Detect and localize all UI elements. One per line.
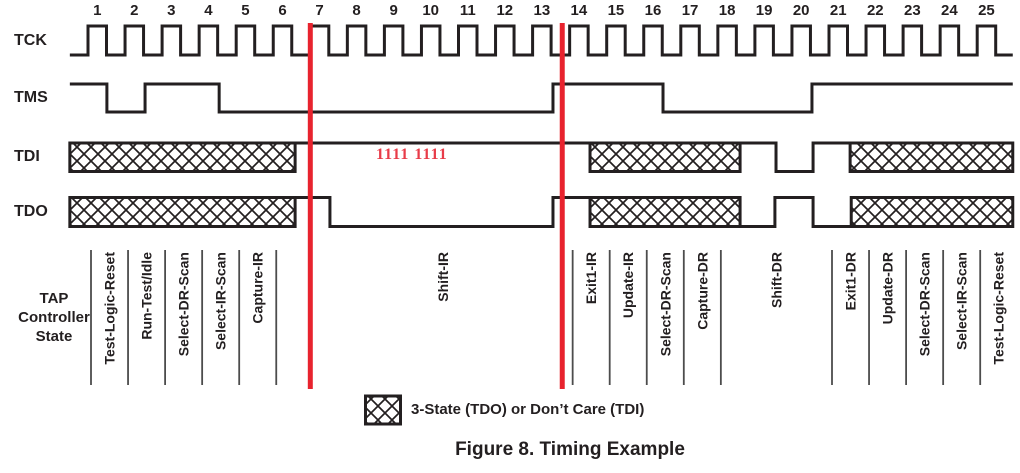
clock-number: 25 [978, 2, 995, 19]
tristate-region [588, 196, 742, 228]
clock-number: 16 [644, 2, 662, 19]
tap-state-label: Shift-IR [435, 252, 451, 302]
tap-state-label: Run-Test/Idle [139, 252, 155, 340]
signal-label-tdi: TDI [14, 148, 40, 166]
signal-label-tms: TMS [14, 89, 48, 106]
tap-state-label: Test-Logic-Reset [991, 252, 1007, 365]
tap-state-label: Update-DR [880, 252, 896, 324]
tristate-region [68, 141, 297, 173]
clock-number: 9 [389, 2, 398, 19]
tap-controller-state-title: TAP Controller State [18, 290, 90, 345]
clock-number: 14 [570, 2, 588, 19]
clock-number: 18 [718, 2, 736, 19]
tap-state-label: Update-IR [620, 252, 636, 318]
clock-number: 5 [241, 2, 250, 19]
legend-hatch-swatch [364, 394, 402, 426]
tck-waveform [69, 24, 1013, 57]
tristate-region [848, 141, 1015, 173]
tristate-region [849, 196, 1015, 228]
clock-number: 23 [904, 2, 921, 19]
tap-state-label: Capture-IR [250, 252, 266, 324]
clock-number: 6 [278, 2, 287, 19]
clock-number: 24 [941, 2, 958, 19]
tap-state-label: Select-DR-Scan [176, 252, 192, 356]
clock-number: 2 [130, 2, 139, 19]
signal-label-tdo: TDO [14, 203, 48, 220]
clock-number: 19 [755, 2, 773, 19]
tap-state-label: Select-IR-Scan [213, 252, 229, 350]
tap-state-label: Test-Logic-Reset [102, 252, 118, 365]
tms-waveform [69, 82, 1013, 114]
clock-number: 11 [459, 2, 476, 19]
clock-number: 17 [681, 2, 699, 19]
clock-number: 15 [607, 2, 625, 19]
clock-number: 10 [422, 2, 440, 19]
tristate-region [588, 141, 742, 173]
signal-label-tck: TCK [14, 31, 47, 49]
tap-state-label: Select-DR-Scan [657, 252, 673, 356]
tdo-waveform [295, 196, 852, 228]
clock-number: 21 [829, 2, 847, 19]
tristate-region [68, 196, 297, 228]
tap-state-label: Select-IR-Scan [954, 252, 970, 350]
tap-state-label: Shift-DR [768, 252, 784, 308]
clock-number: 4 [204, 2, 213, 19]
legend-label: 3-State (TDO) or Don’t Care (TDI) [411, 401, 645, 418]
tap-state-label: Select-DR-Scan [917, 252, 933, 356]
figure-caption: Figure 8. Timing Example [455, 439, 685, 460]
tdi-waveform [295, 141, 851, 173]
cursor-marker-line [307, 23, 313, 389]
clock-number: 1 [93, 2, 102, 19]
clock-number: 3 [167, 2, 176, 19]
clock-number: 22 [866, 2, 884, 19]
tap-state-label: Exit1-DR [843, 252, 859, 310]
clock-number: 12 [496, 2, 514, 19]
clock-number: 20 [792, 2, 810, 19]
clock-number: 8 [352, 2, 361, 19]
clock-number: 13 [533, 2, 551, 19]
tdi-value-annotation: 1111 1111 [376, 146, 448, 163]
clock-number: 7 [315, 2, 324, 19]
tap-state-label: Capture-DR [694, 252, 710, 330]
tap-state-label: Exit1-IR [583, 252, 599, 304]
cursor-marker-line [559, 23, 565, 389]
